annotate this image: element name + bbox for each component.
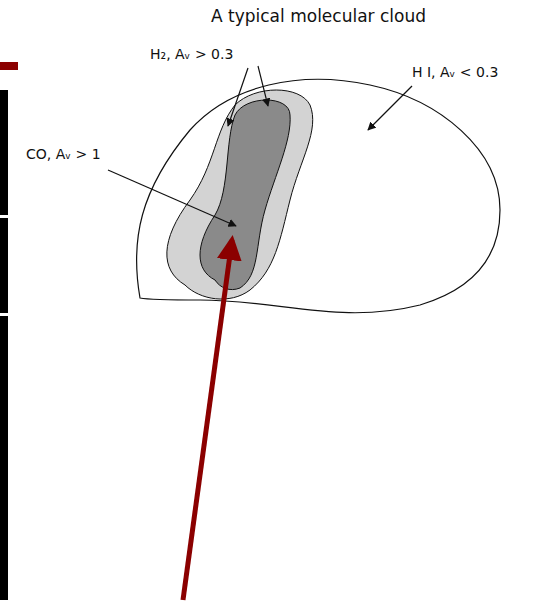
region-label: H₂, Aᵥ > 0.3 [150,46,233,63]
co-region [200,100,290,290]
leader-arrow [228,68,248,126]
region-label: CO, Aᵥ > 1 [26,146,101,163]
pointer-arrow [183,240,232,600]
leader-arrow [258,66,268,106]
region-label: H I, Aᵥ < 0.3 [412,64,498,81]
diagram-title: A typical molecular cloud [211,6,426,26]
side-bar [0,316,8,600]
side-bar [0,218,8,313]
accent-bar [0,62,18,70]
leader-arrow [108,170,236,226]
h2-region [167,90,313,299]
side-bar [0,90,8,215]
leader-arrow [368,86,412,130]
hi-region [137,79,500,312]
